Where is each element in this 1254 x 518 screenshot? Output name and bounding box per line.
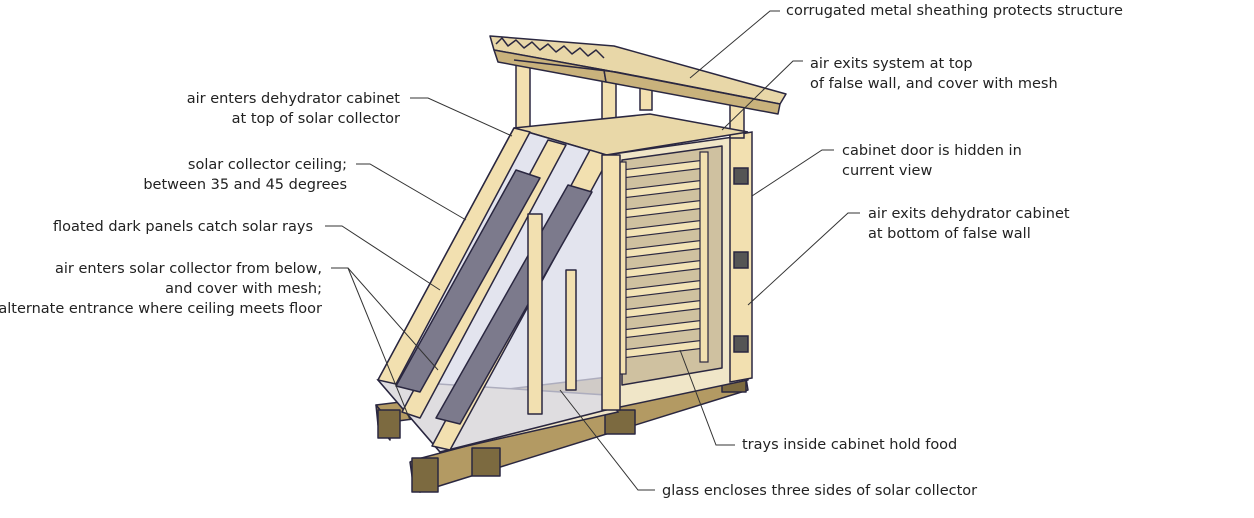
leader-dark-panels [325, 225, 441, 291]
solar-collector [377, 127, 621, 453]
label-air-enters-cabinet: air enters dehydrator cabinet at top of … [186, 91, 400, 127]
leader-corrugated [689, 10, 780, 79]
label-glass: glass encloses three sides of solar coll… [662, 483, 978, 499]
food-trays [617, 151, 709, 375]
leader-air-exits-top [721, 60, 803, 131]
leader-air-exits-bottom [747, 212, 860, 306]
label-corrugated: corrugated metal sheathing protects stru… [786, 3, 1123, 19]
false-wall [729, 131, 753, 383]
label-collector-ceiling: solar collector ceiling; between 35 and … [143, 157, 347, 193]
label-cabinet-door: cabinet door is hidden in current view [842, 143, 1022, 179]
leader-lines [325, 10, 860, 491]
label-air-enters-collector: air enters solar collector from below, a… [0, 261, 322, 317]
leader-air-enters-cabinet [410, 97, 513, 137]
leader-trays [679, 349, 735, 446]
leader-cabinet-door [751, 149, 834, 197]
leader-glass [559, 389, 655, 491]
label-dark-panels: floated dark panels catch solar rays [53, 219, 313, 235]
leader-air-enters-collector-2 [347, 267, 411, 421]
label-air-exits-top: air exits system at top of false wall, a… [810, 56, 1058, 92]
leader-collector-ceiling [356, 163, 467, 221]
corrugated-roof [489, 35, 787, 115]
label-air-exits-bottom: air exits dehydrator cabinet at bottom o… [868, 206, 1070, 242]
label-trays: trays inside cabinet hold food [742, 437, 958, 453]
